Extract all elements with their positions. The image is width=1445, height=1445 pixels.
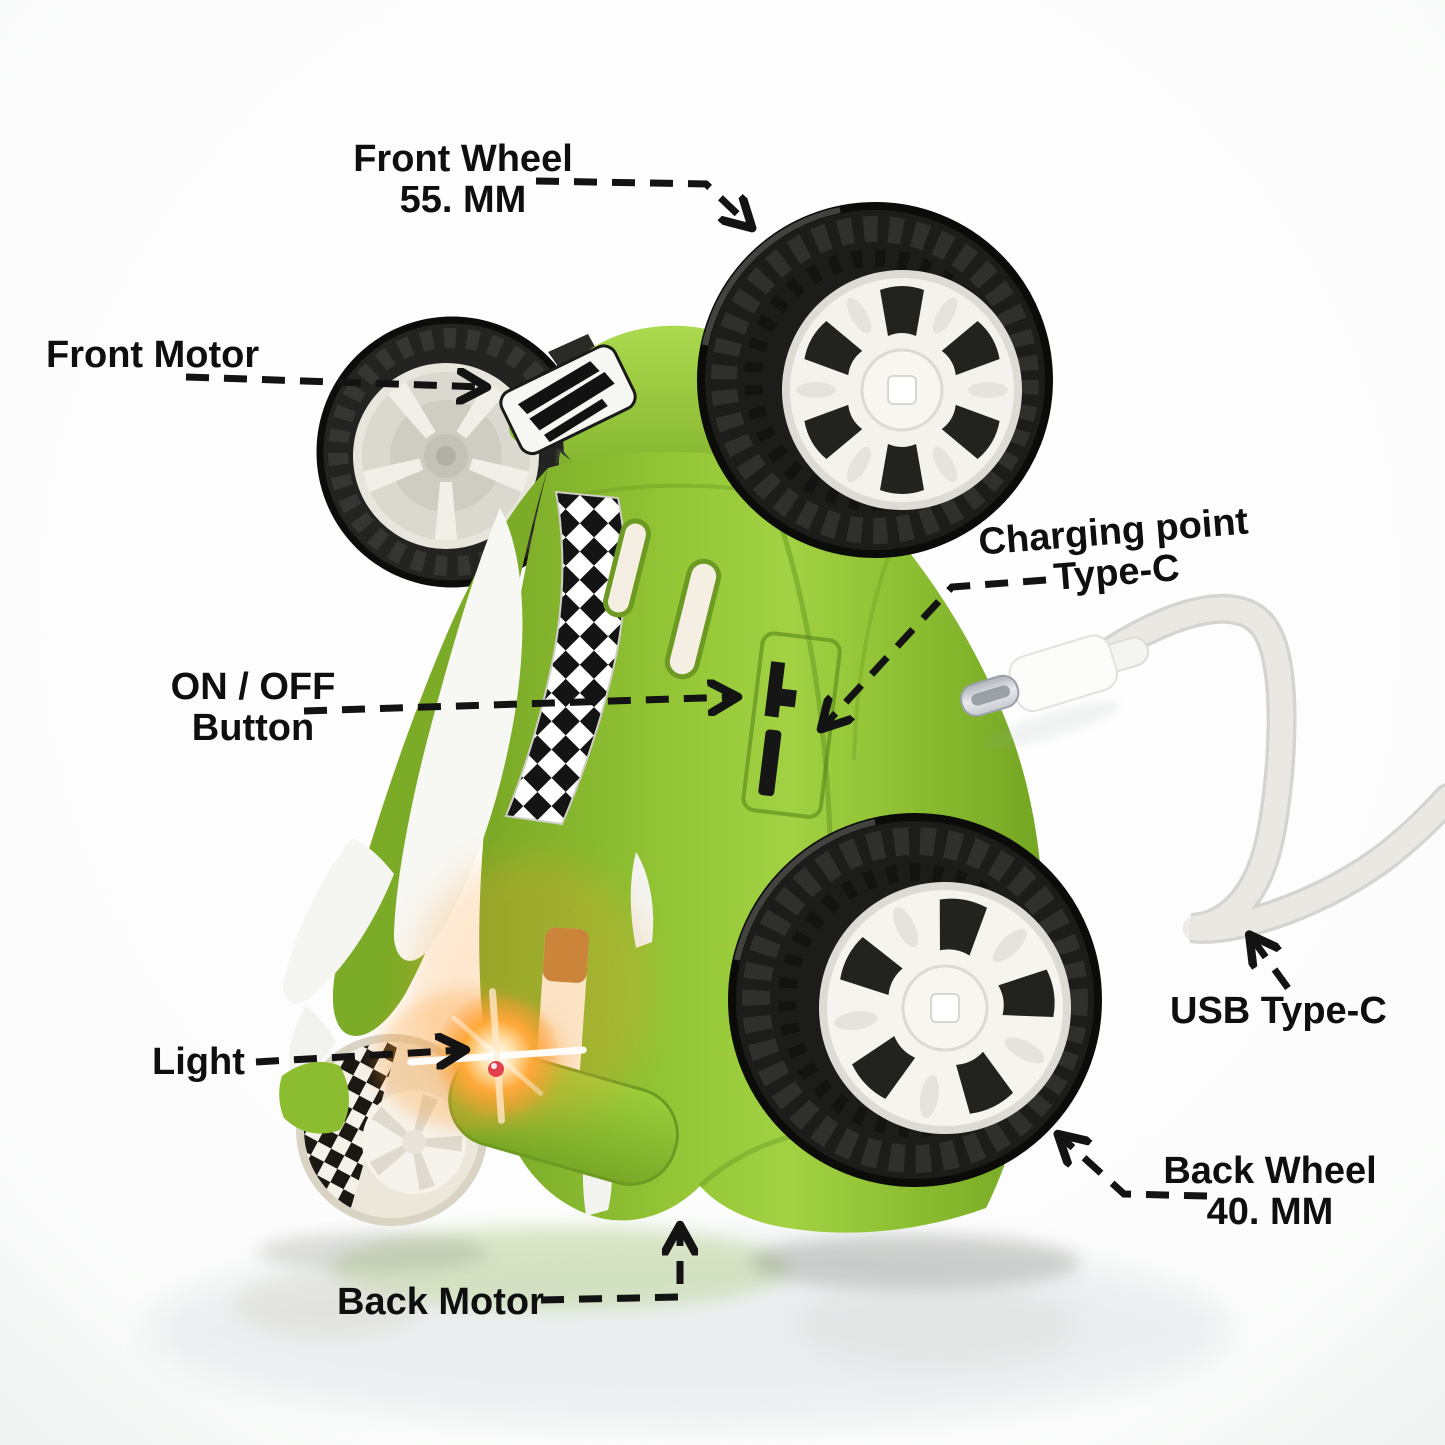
on-off-label-line2: Button bbox=[191, 707, 315, 750]
body-white-sliver bbox=[630, 852, 654, 948]
front-motor-label: Front Motor bbox=[46, 334, 260, 376]
back-wheel-label-name: Back Wheel bbox=[1163, 1150, 1377, 1192]
light-red-dot bbox=[488, 1061, 504, 1077]
usb-type-c-label: USB Type-C bbox=[1170, 990, 1387, 1032]
on-off-button-label: ON / OFF Button bbox=[153, 666, 353, 750]
charging-point-arrow bbox=[823, 576, 1047, 727]
brand-sticker bbox=[499, 344, 637, 456]
front-wheel-arrow bbox=[535, 177, 750, 226]
back-wheel-label: Back Wheel 40. MM bbox=[1150, 1150, 1390, 1234]
checkered-stripe bbox=[504, 490, 627, 826]
body-white-panel bbox=[394, 508, 523, 961]
back-motor-label: Back Motor bbox=[337, 1281, 544, 1323]
back-wheel-arrow bbox=[1060, 1136, 1208, 1200]
floor-reflection bbox=[150, 1226, 1230, 1425]
front-wheel-label-size: 55. MM bbox=[399, 179, 527, 222]
back-wheel-label-size: 40. MM bbox=[1206, 1191, 1334, 1234]
annotation-arrows bbox=[185, 177, 1291, 1304]
light-label: Light bbox=[152, 1041, 245, 1083]
on-off-button bbox=[764, 661, 797, 718]
front-wheel bbox=[697, 202, 1053, 558]
front-motor-arrow bbox=[185, 377, 484, 387]
usb-cable bbox=[959, 593, 1445, 944]
light-arrow bbox=[255, 1050, 463, 1062]
back-motor-arrow bbox=[540, 1228, 680, 1304]
usb-type-c-arrow bbox=[1251, 937, 1291, 991]
body-vent bbox=[603, 518, 651, 618]
body-vent bbox=[664, 558, 722, 680]
back-wheel bbox=[728, 813, 1102, 1187]
front-wheel-label-name: Front Wheel bbox=[353, 138, 573, 180]
on-off-arrow bbox=[303, 697, 735, 711]
usb-type-c-connector bbox=[959, 634, 1150, 749]
on-off-label-line1: ON / OFF bbox=[170, 666, 336, 708]
charging-port bbox=[758, 729, 782, 797]
side-fin bbox=[283, 838, 394, 1004]
front-wheel-label: Front Wheel 55. MM bbox=[338, 138, 588, 222]
